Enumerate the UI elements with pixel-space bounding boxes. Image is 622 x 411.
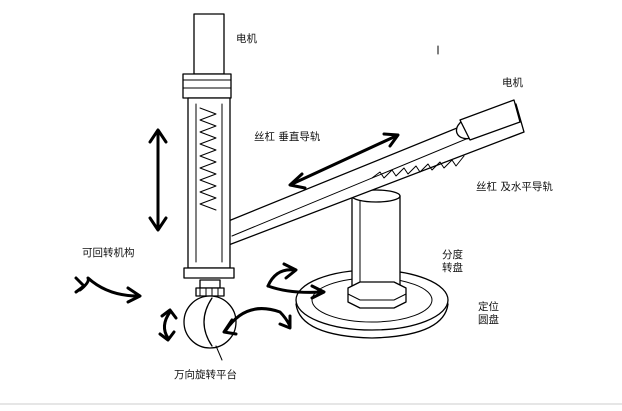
label-rotatable-mechanism: 可回转机构: [82, 246, 135, 259]
label-motor-right: 电机: [502, 76, 523, 89]
horizontal-screw: [371, 155, 465, 179]
arrow-rotation-platform-left: [158, 308, 178, 342]
vertical-column: [182, 13, 235, 297]
label-universal-platform: 万向旋转平台: [174, 368, 237, 381]
label-screw-horizontal: 丝杠 及水平导轨: [476, 180, 553, 193]
indexing-turntable: [347, 281, 407, 309]
label-indexing-turntable-1: 分度: [442, 248, 463, 261]
arrow-vertical-motion: [148, 128, 168, 232]
top-motor: [193, 13, 225, 75]
support-post: [351, 189, 401, 297]
universal-platform: [183, 295, 237, 361]
arrow-rotation-left: [74, 276, 142, 304]
label-screw-vertical: 丝杠 垂直导轨: [254, 130, 321, 143]
arrow-rotation-turntable: [266, 262, 326, 300]
vertical-screw: [199, 107, 217, 211]
arrow-rotation-platform-right: [222, 307, 292, 336]
label-motor-top: 电机: [236, 32, 257, 45]
label-positioning-disc-1: 定位: [478, 300, 499, 313]
arrow-horizontal-motion: [288, 132, 400, 190]
label-indexing-turntable-2: 转盘: [442, 261, 463, 274]
label-positioning-disc-2: 圆盘: [478, 313, 499, 326]
